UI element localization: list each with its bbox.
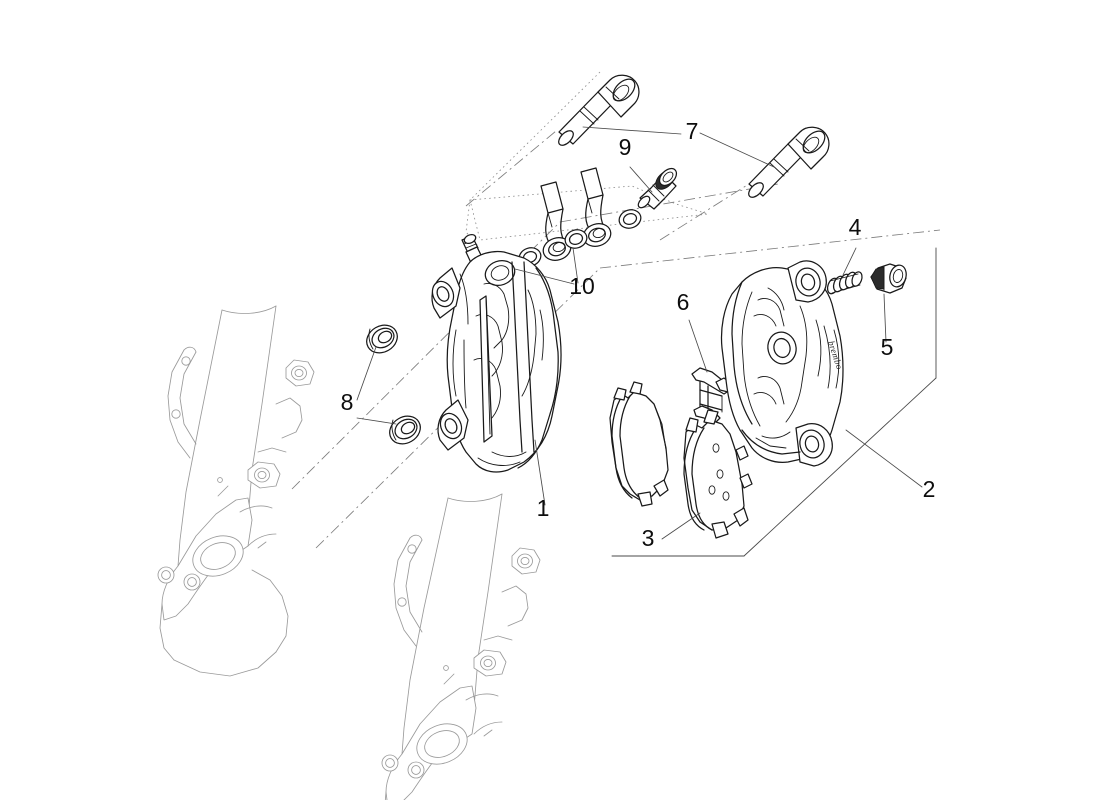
fork-leg-upper-left: [157, 305, 315, 677]
callout-numbers: 1 2 3 4 5 6 7 8 9 10: [341, 118, 936, 551]
right-brake-caliper: brembo: [720, 260, 845, 467]
brake-pad-front: [683, 409, 753, 539]
caliper-mounting-bolt-lower: [748, 126, 830, 198]
callout-1: 1: [537, 495, 550, 521]
brake-hose-fitting-right: [580, 167, 612, 247]
assembly-2-bracket: [611, 247, 937, 557]
construction-axes: [291, 71, 941, 549]
spacer-bushing-upper: [366, 324, 398, 354]
brake-hose-fitting-left: [540, 181, 572, 261]
caliper-mounting-bolt-upper: [558, 74, 640, 146]
brake-pad-rear: [609, 381, 669, 507]
callout-8: 8: [341, 389, 354, 415]
callout-9: 9: [619, 134, 632, 160]
left-brake-caliper: [431, 233, 562, 473]
spacer-bushing-lower: [389, 415, 421, 445]
bleed-nipple: [870, 263, 907, 294]
pad-spring: [826, 271, 863, 295]
banjo-union-bolt: [637, 167, 678, 210]
fork-leg-lower-right: [381, 493, 541, 800]
callout-7: 7: [686, 118, 699, 144]
callout-10: 10: [569, 273, 595, 299]
callout-6: 6: [677, 289, 690, 315]
callout-5: 5: [881, 334, 894, 360]
callout-3: 3: [642, 525, 655, 551]
callout-2: 2: [923, 476, 936, 502]
callout-4: 4: [849, 214, 862, 240]
leader-lines: [356, 126, 923, 540]
